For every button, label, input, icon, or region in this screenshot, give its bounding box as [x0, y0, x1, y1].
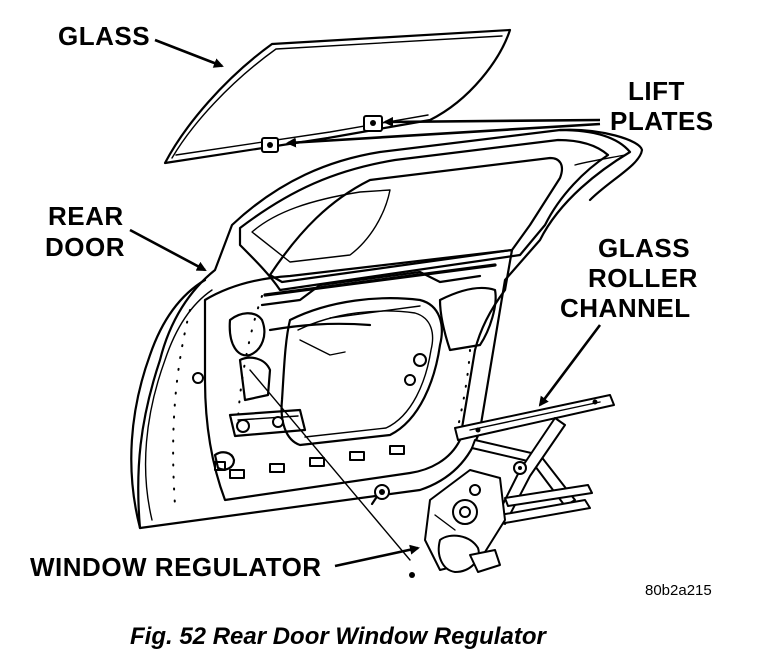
- label-glass-roller-channel-1: GLASS: [598, 233, 690, 263]
- figure-caption: Fig. 52 Rear Door Window Regulator: [130, 623, 547, 650]
- label-lift-plates-2: PLATES: [610, 106, 714, 136]
- label-lift-plates-1: LIFT: [628, 76, 685, 106]
- lift-plate-rear: [261, 137, 279, 153]
- window-regulator: [409, 394, 615, 578]
- label-glass-roller-channel-2: ROLLER: [588, 263, 698, 293]
- label-rear-door-1: REAR: [48, 201, 124, 231]
- label-rear-door-2: DOOR: [45, 232, 125, 262]
- rear-door: [130, 128, 644, 530]
- lift-plate-front: [363, 115, 383, 132]
- label-glass: GLASS: [58, 21, 150, 51]
- label-window-regulator: WINDOW REGULATOR: [30, 552, 322, 582]
- fastener: [370, 484, 390, 506]
- figure-code: 80b2a215: [645, 582, 712, 599]
- leader-arrows: [129, 38, 602, 568]
- label-glass-roller-channel-3: CHANNEL: [560, 293, 691, 323]
